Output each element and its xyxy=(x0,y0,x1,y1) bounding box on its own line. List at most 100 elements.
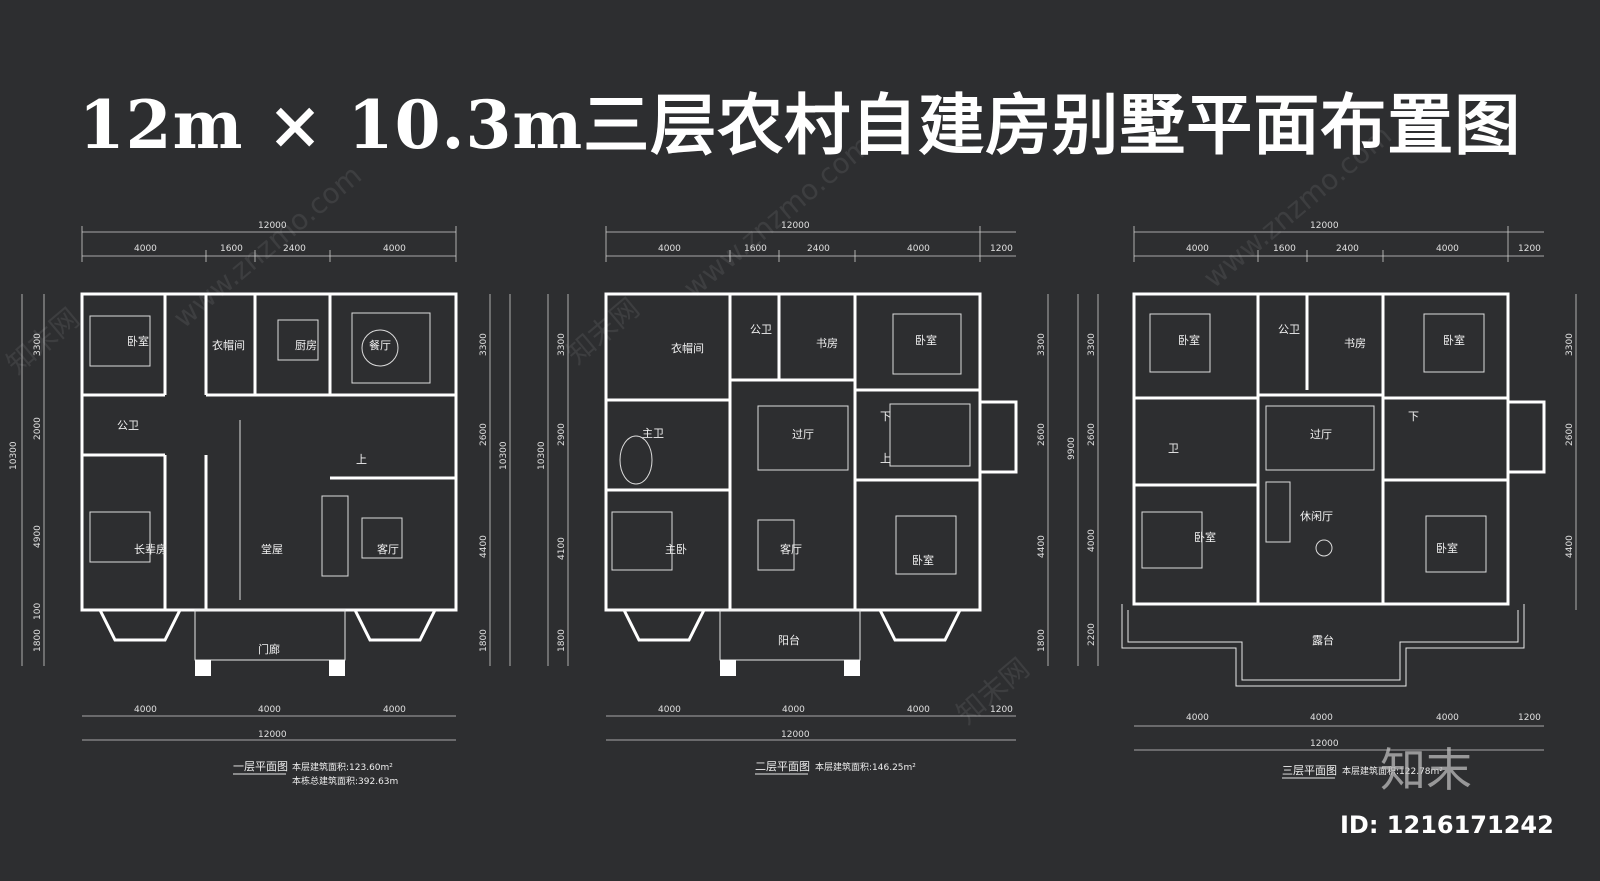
dim-right: 4400 xyxy=(1037,535,1047,558)
dim-bottom-total: 12000 xyxy=(1310,739,1339,749)
dim-bottom: 1200 xyxy=(1518,713,1541,723)
floor-caption: 三层平面图 xyxy=(1282,764,1337,777)
room-label: 公卫 xyxy=(1278,323,1300,336)
dim-right: 4400 xyxy=(479,535,489,558)
room-label: 上 xyxy=(880,452,891,465)
dim-bottom: 4000 xyxy=(258,705,281,715)
dim-right: 3300 xyxy=(479,333,489,356)
dim-left: 3300 xyxy=(557,333,567,356)
total-area: 本栋总建筑面积:392.63m xyxy=(292,775,398,787)
room-label: 卧室 xyxy=(912,553,934,567)
dim-top: 4000 xyxy=(1186,244,1209,254)
room-label: 卧室 xyxy=(915,333,937,347)
room-label: 露台 xyxy=(1312,633,1334,647)
dim-right: 4400 xyxy=(1565,535,1575,558)
dim-top: 1200 xyxy=(1518,244,1541,254)
dim-left: 3300 xyxy=(1087,333,1097,356)
dim-right: 1800 xyxy=(479,629,489,652)
room-label: 卧室 xyxy=(1443,333,1465,347)
dim-left: 3300 xyxy=(33,333,43,356)
room-label: 厨房 xyxy=(295,339,317,352)
page-title: 12m × 10.3m三层农村自建房别墅平面布置图 xyxy=(78,86,1522,164)
floor-area: 本层建筑面积:123.60m² xyxy=(292,761,393,773)
room-label: 客厅 xyxy=(780,542,802,556)
room-label: 公卫 xyxy=(117,419,139,432)
room-label: 门廊 xyxy=(258,642,280,656)
dim-bottom: 4000 xyxy=(1186,713,1209,723)
dim-top: 4000 xyxy=(383,244,406,254)
room-label: 堂屋 xyxy=(261,543,283,556)
room-label: 卧室 xyxy=(1436,541,1458,555)
dim-bottom: 4000 xyxy=(907,705,930,715)
room-label: 阳台 xyxy=(778,633,800,647)
room-label: 下 xyxy=(1408,410,1419,423)
room-label: 卧室 xyxy=(127,334,149,348)
dim-right: 2600 xyxy=(1037,423,1047,446)
dim-bottom: 4000 xyxy=(1436,713,1459,723)
room-label: 书房 xyxy=(1344,337,1366,350)
room-label: 长辈房 xyxy=(134,542,167,556)
dim-bottom: 4000 xyxy=(134,705,157,715)
room-label: 休闲厅 xyxy=(1300,509,1333,523)
dim-right: 3300 xyxy=(1565,333,1575,356)
room-label: 客厅 xyxy=(377,542,399,556)
dim-top: 2400 xyxy=(283,244,306,254)
dim-left: 2000 xyxy=(33,417,43,440)
floor-area: 本层建筑面积:122.78m² xyxy=(1342,765,1443,777)
room-label: 过厅 xyxy=(792,428,814,441)
dim-left: 2200 xyxy=(1087,623,1097,646)
dim-bottom: 4000 xyxy=(782,705,805,715)
room-label: 上 xyxy=(356,453,367,466)
dim-top: 2400 xyxy=(1336,244,1359,254)
dim-top: 4000 xyxy=(907,244,930,254)
dim-left: 2900 xyxy=(557,423,567,446)
room-label: 主卧 xyxy=(665,543,687,556)
floor-3-plan: 12000 4000 1600 2400 4000 1200 9900 3300… xyxy=(1067,221,1577,779)
room-label: 卧室 xyxy=(1194,530,1216,544)
dim-right: 1800 xyxy=(1037,629,1047,652)
dim-left: 1800 xyxy=(33,629,43,652)
dim-right-total: 10300 xyxy=(499,441,509,470)
dim-top-total: 12000 xyxy=(258,221,287,231)
room-label: 衣帽间 xyxy=(212,338,245,352)
dim-top: 1600 xyxy=(744,244,767,254)
dim-top: 1200 xyxy=(990,244,1013,254)
dim-top: 4000 xyxy=(134,244,157,254)
dim-bottom-total: 12000 xyxy=(258,730,287,740)
dim-bottom: 1200 xyxy=(990,705,1013,715)
room-label: 书房 xyxy=(816,337,838,350)
dim-left: 4900 xyxy=(33,525,43,548)
brand-logo: 知末 xyxy=(1380,743,1472,797)
floor-2-plan: 12000 4000 1600 2400 4000 1200 10300 330… xyxy=(537,221,1049,775)
dim-left-total: 9900 xyxy=(1067,437,1077,460)
dim-left: 1800 xyxy=(557,629,567,652)
dim-left: 100 xyxy=(33,603,43,620)
dim-left: 2600 xyxy=(1087,423,1097,446)
dim-bottom: 4000 xyxy=(1310,713,1333,723)
dim-right: 3300 xyxy=(1037,333,1047,356)
dim-top: 1600 xyxy=(220,244,243,254)
floor-caption: 二层平面图 xyxy=(755,760,810,773)
floor-1-plan: 12000 4000 1600 2400 4000 10300 3300 200… xyxy=(9,221,511,787)
dim-right: 2600 xyxy=(479,423,489,446)
dim-bottom: 4000 xyxy=(658,705,681,715)
room-label: 下 xyxy=(880,410,891,423)
room-label: 衣帽间 xyxy=(671,341,704,355)
dim-right: 2600 xyxy=(1565,423,1575,446)
dim-top: 2400 xyxy=(807,244,830,254)
room-label: 卧室 xyxy=(1178,333,1200,347)
dim-bottom: 4000 xyxy=(383,705,406,715)
image-id: ID: 1216171242 xyxy=(1340,811,1554,839)
dim-bottom-total: 12000 xyxy=(781,730,810,740)
floor-area: 本层建筑面积:146.25m² xyxy=(815,761,916,773)
room-label: 过厅 xyxy=(1310,428,1332,441)
room-label: 卫 xyxy=(1168,442,1179,455)
dim-top: 4000 xyxy=(1436,244,1459,254)
dim-top: 1600 xyxy=(1273,244,1296,254)
floor-caption: 一层平面图 xyxy=(233,760,288,773)
room-label: 公卫 xyxy=(750,323,772,336)
room-label: 餐厅 xyxy=(369,338,391,352)
dim-left-total: 10300 xyxy=(9,441,19,470)
dim-top-total: 12000 xyxy=(781,221,810,231)
